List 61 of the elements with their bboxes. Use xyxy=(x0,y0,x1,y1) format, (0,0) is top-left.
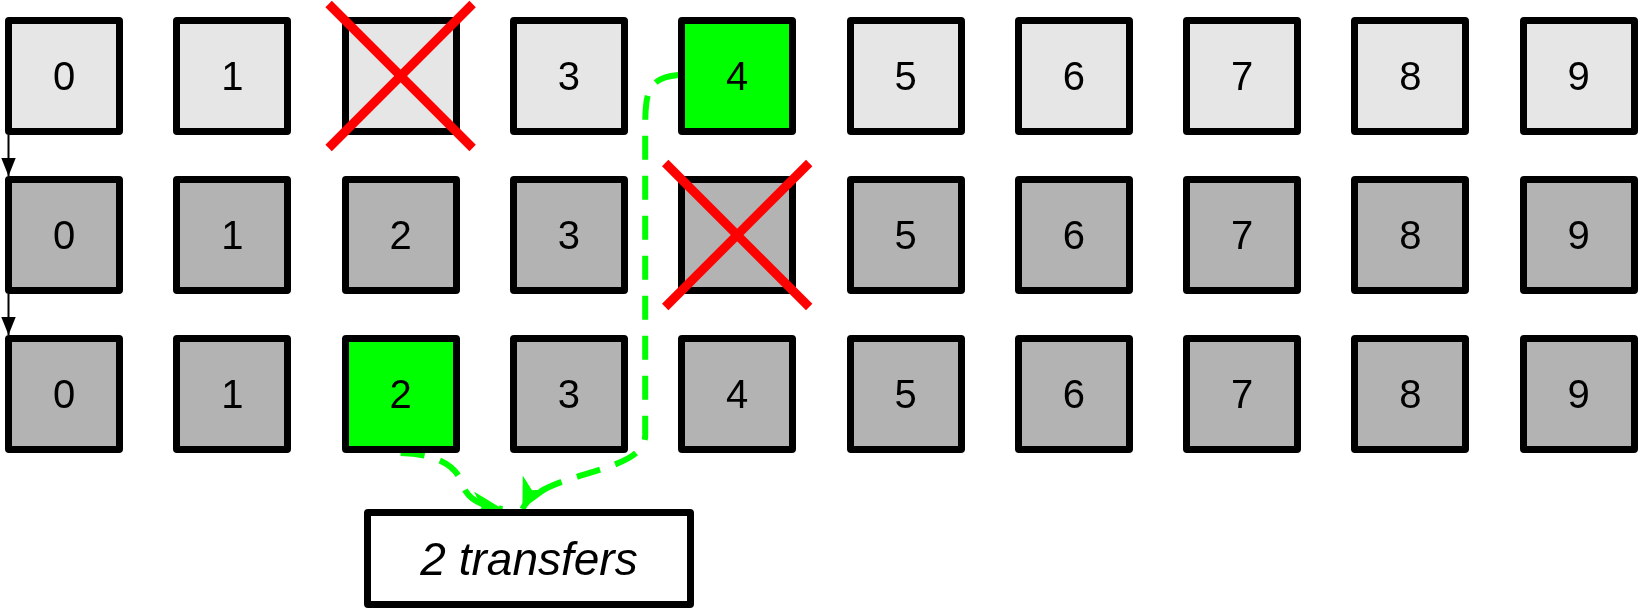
cell-number: 7 xyxy=(1230,215,1254,255)
array-cell xyxy=(1183,176,1302,294)
array-cell xyxy=(1014,17,1133,135)
array-cell xyxy=(509,17,628,135)
array-cell xyxy=(341,176,460,294)
cell-number: 6 xyxy=(1062,215,1085,255)
array-cell xyxy=(1351,335,1470,453)
cell-number: 1 xyxy=(221,215,244,255)
cell-number: 8 xyxy=(1399,56,1422,96)
cell-number: 9 xyxy=(1567,56,1590,96)
highlighted-cell xyxy=(678,17,797,135)
cell-number: 3 xyxy=(557,215,580,255)
array-cell xyxy=(1519,176,1638,294)
array-cell xyxy=(173,176,292,294)
array-cell xyxy=(1351,176,1470,294)
arrow xyxy=(1,134,16,177)
cell-number: 1 xyxy=(221,56,244,96)
cell-number: 0 xyxy=(52,215,76,255)
cell-number: 3 xyxy=(557,374,580,414)
array-cell xyxy=(5,335,123,453)
cell-number: 6 xyxy=(1062,374,1085,414)
note-box xyxy=(364,509,694,608)
array-cell xyxy=(678,335,797,453)
arrow xyxy=(520,72,679,511)
array-cell xyxy=(1519,335,1638,453)
highlighted-cell xyxy=(341,335,460,453)
array-cell xyxy=(1351,17,1470,135)
cell-number: 7 xyxy=(1230,374,1254,414)
cell-number: 8 xyxy=(1399,215,1422,255)
array-cell xyxy=(846,17,965,135)
cell-number: 7 xyxy=(1230,56,1254,96)
cell-number: 4 xyxy=(726,374,749,414)
array-cell xyxy=(5,176,123,294)
cell-number: 5 xyxy=(894,215,917,255)
array-cell xyxy=(846,176,965,294)
array-cell xyxy=(173,335,292,453)
cell-number: 8 xyxy=(1399,374,1422,414)
cell-number: 1 xyxy=(221,374,244,414)
note-text: 2 transfers xyxy=(420,535,638,582)
cell-number: 9 xyxy=(1567,374,1590,414)
cell-number: 5 xyxy=(894,374,917,414)
cell-number: 5 xyxy=(894,56,917,96)
array-cell xyxy=(1183,335,1302,453)
cell-number: 4 xyxy=(726,56,749,96)
cell-number: 3 xyxy=(557,56,580,96)
cell-number: 9 xyxy=(1567,215,1590,255)
array-cell xyxy=(846,335,965,453)
array-cell xyxy=(173,17,292,135)
cell-number: 0 xyxy=(52,374,76,414)
array-cell xyxy=(1014,176,1133,294)
cell-number: 0 xyxy=(52,56,76,96)
cell-number: 2 xyxy=(389,215,412,255)
cell-number: 2 xyxy=(389,374,412,414)
array-cell xyxy=(1519,17,1638,135)
arrow xyxy=(1,293,16,336)
array-cell xyxy=(1183,17,1302,135)
array-cell xyxy=(5,17,123,135)
cell-number: 6 xyxy=(1062,56,1085,96)
array-cell xyxy=(509,335,628,453)
array-cell xyxy=(1014,335,1133,453)
array-cell xyxy=(509,176,628,294)
